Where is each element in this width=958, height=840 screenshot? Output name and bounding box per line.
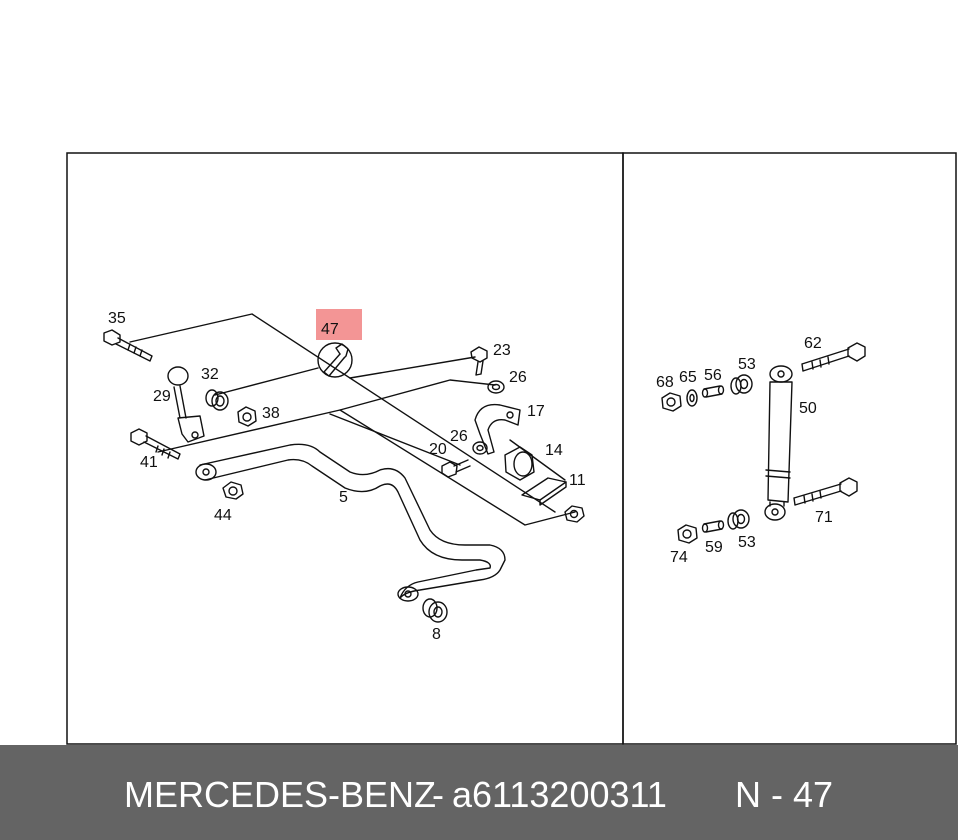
sleeve-59-part [701, 520, 725, 533]
sleeve-56-part [701, 385, 725, 398]
callout-41[interactable]: 41 [140, 454, 158, 471]
callout-8[interactable]: 8 [432, 626, 441, 643]
caption-separator: - [432, 774, 444, 815]
callout-20[interactable]: 20 [429, 441, 447, 458]
washer-26-upper-part [487, 380, 505, 394]
callout-29[interactable]: 29 [153, 388, 171, 405]
callout-38[interactable]: 38 [262, 405, 280, 422]
assembly-leader-lines [129, 313, 576, 526]
clamp-17-part [474, 403, 521, 455]
callout-11[interactable]: 11 [569, 472, 586, 489]
callout-26-lower[interactable]: 26 [450, 428, 468, 445]
bolt-71-part [793, 477, 858, 506]
callout-71[interactable]: 71 [815, 509, 833, 526]
shock-absorber-50-part [764, 365, 793, 521]
right-panel-frame [622, 152, 957, 745]
left-panel-frame [66, 152, 624, 745]
bushing-8-part [422, 598, 448, 623]
bolt-62-part [801, 342, 866, 372]
nut-68-part [661, 392, 682, 412]
bolt-20-part [441, 459, 471, 478]
callout-32[interactable]: 32 [201, 366, 219, 383]
callout-14[interactable]: 14 [545, 442, 563, 459]
wrench-icon [317, 342, 353, 378]
callout-62[interactable]: 62 [804, 335, 822, 352]
bolt-35-part [103, 329, 153, 362]
nut-right-part [564, 505, 585, 523]
bolt-23-part [470, 346, 488, 376]
bracket-11-part [521, 477, 567, 506]
callout-53-upper[interactable]: 53 [738, 356, 756, 373]
nut-74-part [677, 524, 698, 544]
bolt-41-part [130, 428, 181, 460]
callout-23[interactable]: 23 [493, 342, 511, 359]
callout-59[interactable]: 59 [705, 539, 723, 556]
stabilizer-bar-5-part [195, 443, 506, 602]
caption-brand: MERCEDES-BENZ [124, 774, 437, 815]
callout-74[interactable]: 74 [670, 549, 688, 566]
callout-68[interactable]: 68 [656, 374, 674, 391]
caption-bar: MERCEDES-BENZ - a6113200311 N - 47 [0, 745, 958, 840]
caption-callout-ref: N - 47 [735, 774, 834, 815]
nut-44-part [222, 481, 244, 500]
washer-65-part [686, 389, 698, 407]
callout-65[interactable]: 65 [679, 369, 697, 386]
callout-53-lower[interactable]: 53 [738, 534, 756, 551]
callout-17[interactable]: 17 [527, 403, 545, 420]
rubber-mount-14-part [504, 446, 535, 481]
stabilizer-link-29-part [167, 366, 205, 443]
callout-5[interactable]: 5 [339, 489, 348, 506]
bushing-53-upper-part [730, 374, 753, 395]
callout-56[interactable]: 56 [704, 367, 722, 384]
bushing-32-part [205, 389, 229, 411]
callout-47[interactable]: 47 [321, 321, 339, 338]
callout-26-upper[interactable]: 26 [509, 369, 527, 386]
caption-part-number: a6113200311 [452, 774, 667, 815]
callout-35[interactable]: 35 [108, 310, 126, 327]
bushing-53-lower-part [727, 509, 750, 530]
parts-diagram: 35 47 23 26 17 32 29 38 26 20 14 11 41 4… [66, 152, 957, 745]
washer-26-lower-part [472, 441, 488, 455]
nut-38-part [237, 406, 257, 427]
callout-50[interactable]: 50 [799, 400, 817, 417]
callout-44[interactable]: 44 [214, 507, 232, 524]
highlight-box [316, 309, 362, 340]
